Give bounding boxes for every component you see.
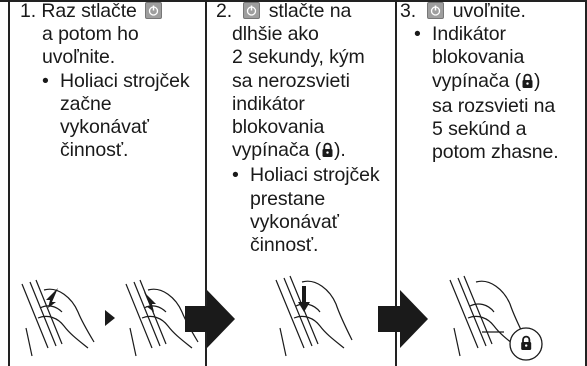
bullet-text: Indikátor [432,23,506,46]
bullet-text: sa rozsvieti na [432,94,556,117]
step-1: 1. Raz stlačte a potom ho uvoľnite. • Ho… [20,0,203,162]
step-text: a potom ho [42,23,139,46]
top-border [0,0,587,2]
divider-right [585,0,587,366]
step-text: vypínača ( [232,139,321,162]
power-button-icon [145,2,163,19]
step-text: uvoľnite. [452,0,526,22]
shaver-hand-illustration [275,275,353,357]
bullet-text: prestane [250,187,326,210]
step-3: 3. uvoľnite. • Indikátor blokovania vypí… [400,0,585,164]
shaver-hand-illustration [125,279,199,357]
lock-indicator-callout [509,327,543,361]
step-number: 3. [400,0,417,22]
divider-1 [205,0,207,366]
bullet-text: Holiaci strojček [60,69,190,92]
step-text: dlhšie ako [232,23,319,46]
lock-icon [321,141,334,164]
divider-left [8,0,10,366]
step-text: ). [333,139,346,162]
bullet-item: • Holiaci strojček prestane vykonávať či… [232,164,380,257]
power-button-icon [427,2,445,19]
step-2: 2. stlačte na dlhšie ako 2 sekundy, kým … [216,0,394,257]
step-number: 1. [20,0,37,22]
bullet-item: • Holiaci strojček začne vykonávať činno… [42,69,190,162]
divider-2 [395,0,397,366]
step-text: Raz stlačte [41,0,137,22]
bullet-text: začne [60,92,112,115]
bullet-text: vypínača ( [432,69,521,92]
arrow-right-icon [185,290,235,348]
bullet-text: potom zhasne. [432,141,559,164]
bullet-text: činnosť. [60,139,129,162]
bullet-item: • Indikátor blokovania vypínača () sa ro… [414,23,559,164]
bullet-text: vykonávať [250,210,339,233]
bullet-text: ) [533,69,541,92]
power-button-icon [243,2,261,19]
bullet-text: činnosť. [250,234,319,257]
step-text: blokovania [232,116,325,139]
small-arrow-icon [105,310,115,326]
lock-icon [521,72,534,95]
arrow-right-icon [378,290,428,348]
bullet-text: 5 sekúnd a [432,118,527,141]
bullet-text: blokovania [432,46,525,69]
bullet-text: Holiaci strojček [250,164,380,187]
step-text: indikátor [232,92,305,115]
shaver-hand-illustration [21,279,95,357]
step-text: uvoľnite. [42,46,116,69]
step-number: 2. [216,0,233,22]
step-text: 2 sekundy, kým [232,46,365,69]
step-text: stlačte na [268,0,352,22]
step-text: sa nerozsvieti [232,69,350,92]
bullet-text: vykonávať [60,116,149,139]
